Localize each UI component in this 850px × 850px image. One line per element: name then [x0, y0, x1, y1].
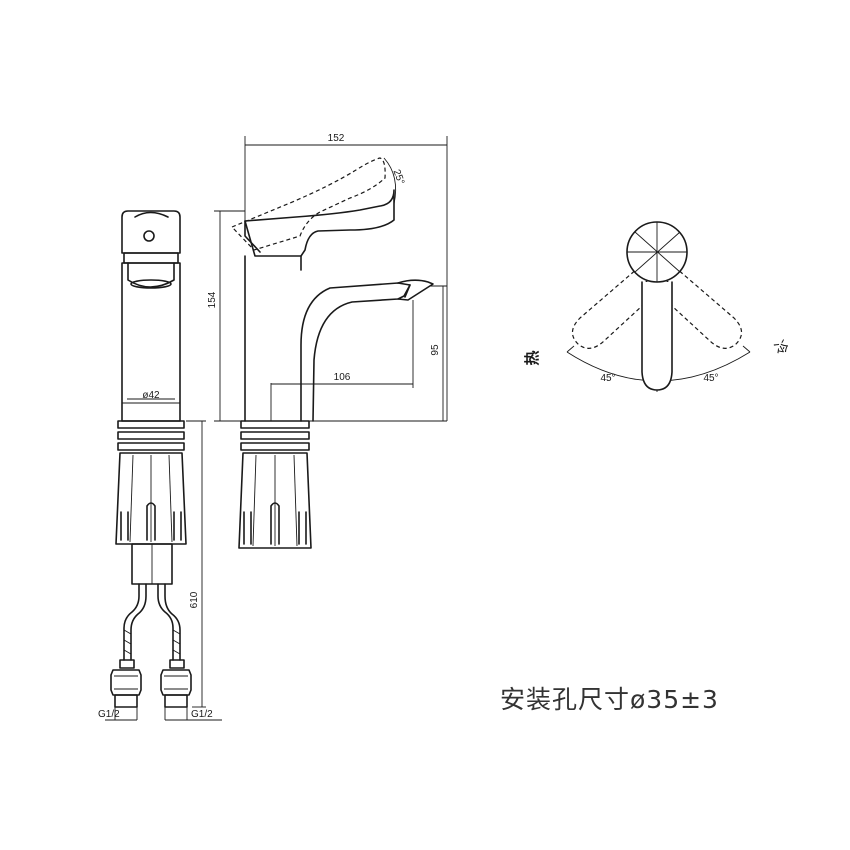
- thread-left-label: G1/2: [98, 709, 120, 720]
- spout-length-label: 152: [328, 133, 345, 144]
- spout-height-label: 95: [430, 344, 441, 356]
- angle-left-label: 45°: [600, 373, 615, 384]
- spout-reach-label: 106: [334, 372, 351, 383]
- top-view: 45° 45° 热 冷: [523, 221, 791, 392]
- front-view: ø42 610 G1/2 G1/2: [98, 210, 222, 721]
- cold-label: 冷: [770, 338, 791, 358]
- side-view: 152 25° 154 95 106: [207, 133, 448, 549]
- hot-label: 热: [523, 350, 541, 365]
- body-diameter-label: ø42: [142, 390, 160, 401]
- thread-right-label: G1/2: [191, 709, 213, 720]
- handle-angle-label: 25°: [391, 168, 407, 186]
- mounting-hole-label: 安装孔尺寸ø35±3: [500, 685, 719, 714]
- total-height-label: 154: [207, 291, 218, 308]
- hose-length-label: 610: [189, 591, 200, 608]
- angle-right-label: 45°: [703, 373, 718, 384]
